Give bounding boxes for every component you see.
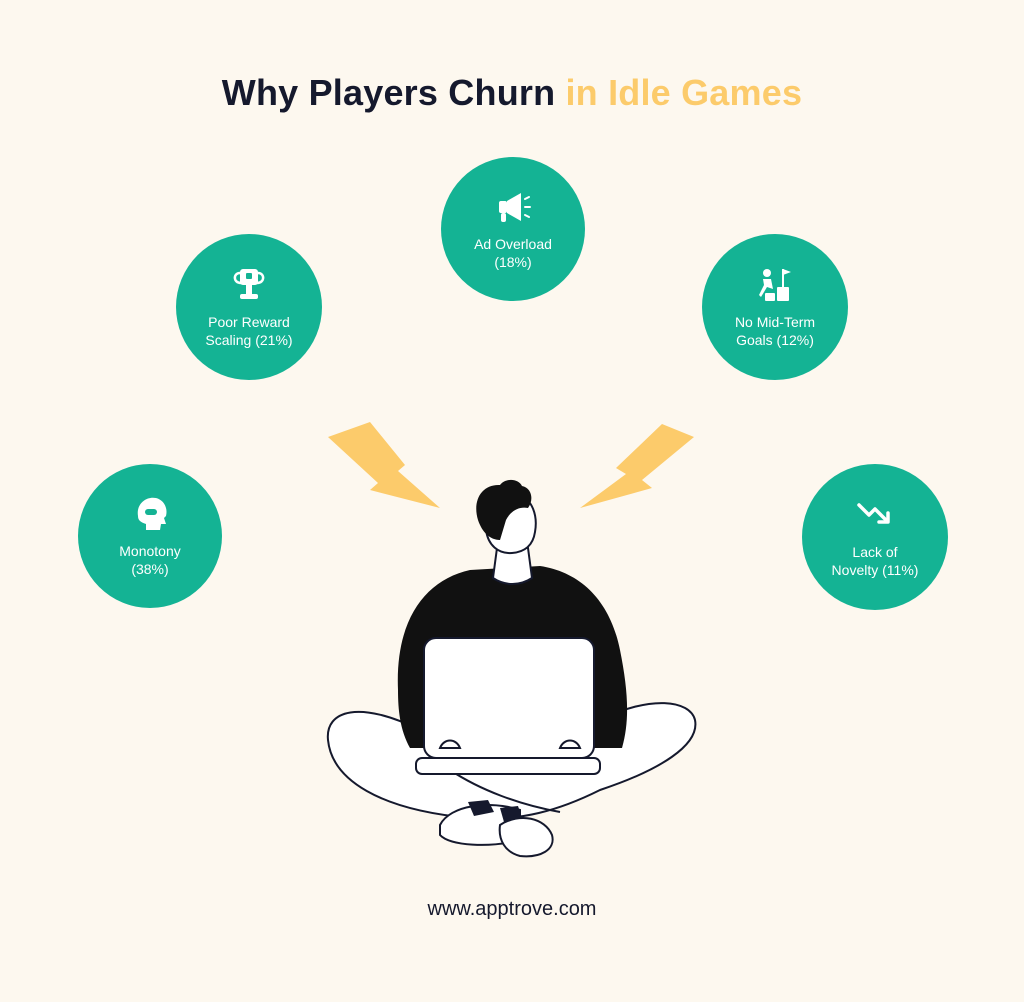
person-hair (476, 479, 532, 540)
goal-flag-icon (759, 269, 791, 301)
laptop-base (415, 757, 601, 775)
head-icon (137, 497, 167, 530)
bubble-novelty: Lack of Novelty (11%) (802, 464, 948, 610)
trend-down-icon (857, 503, 890, 524)
bubble-poor-reward-label: Poor Reward Scaling (21%) (205, 314, 293, 348)
bubble-monotony-label: Monotony (38%) (119, 543, 181, 577)
bubble-monotony: Monotony (38%) (78, 464, 222, 608)
bubble-ad-overload: Ad Overload (18%) (441, 157, 585, 301)
bubble-novelty-label: Lack of Novelty (11%) (831, 544, 919, 578)
lightning-bolt-left-icon (328, 422, 440, 508)
lightning-bolt-right-icon (580, 424, 694, 508)
megaphone-icon (499, 193, 531, 222)
bubble-no-midterm: No Mid-Term Goals (12%) (702, 234, 848, 380)
bubble-no-midterm-label: No Mid-Term Goals (12%) (734, 314, 816, 348)
person-foot-right (498, 817, 554, 858)
bubble-ad-overload-label: Ad Overload (18%) (474, 236, 552, 270)
trophy-icon (233, 269, 265, 299)
footer-url: www.apptrove.com (427, 898, 597, 920)
title-accent: in Idle Games (565, 72, 803, 113)
title-main: Why Players Churn (221, 72, 556, 113)
person-neck (491, 547, 534, 585)
page-title: Why Players Churn in Idle Games (0, 72, 1024, 114)
bubble-poor-reward: Poor Reward Scaling (21%) (176, 234, 322, 380)
